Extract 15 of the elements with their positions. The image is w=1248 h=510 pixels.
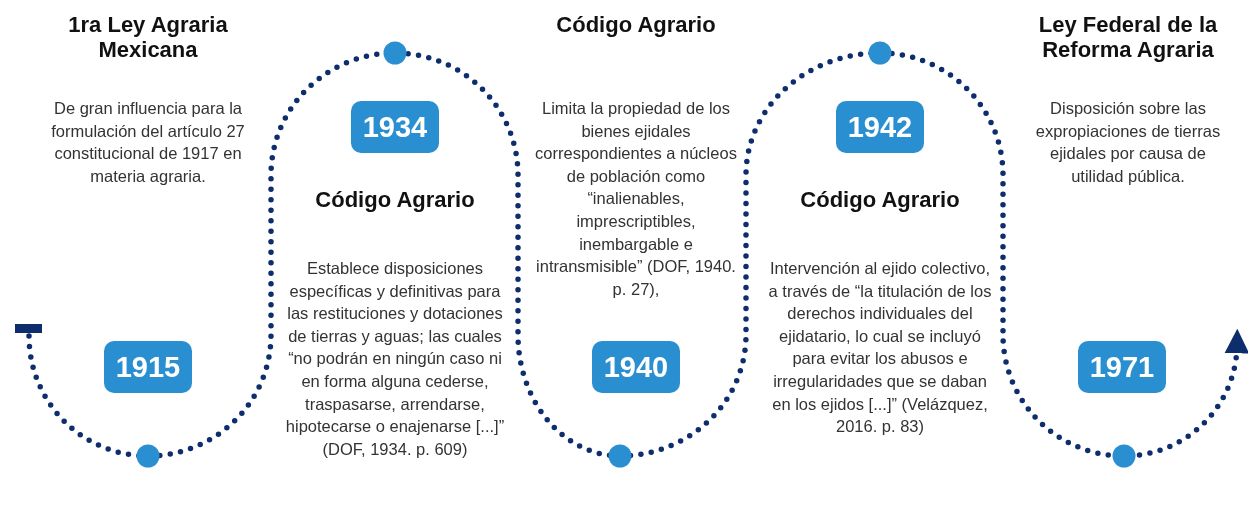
event-description: De gran influencia para la formulación del artículo 27 constitucional de 1917 en materia agraria. (50, 98, 246, 187)
event-title: Código Agrario (555, 12, 717, 37)
event-title: Ley Federal de la Reforma Agraria (1037, 12, 1219, 62)
event-description: Establece disposiciones específicas y definitivas para las restituciones y dotaciones de tierras y aguas; las cuales “no podrán en ningún caso ni en forma alguna cederse, traspasarse, arrendarse, hipotecarse o enajenarse [...]” (DOF, 1934. p. 609) (284, 258, 506, 460)
event-title: Código Agrario (314, 187, 476, 212)
year-badge: 1971 (1078, 341, 1166, 393)
event-description: Disposición sobre las expropiaciones de tierras ejidales por causa de utilidad pública. (1034, 98, 1222, 187)
year-badge: 1934 (351, 101, 439, 153)
year-badge: 1915 (104, 341, 192, 393)
event-title: 1ra Ley Agraria Mexicana (67, 12, 229, 62)
event-title: Código Agrario (799, 187, 961, 212)
event-description: Intervención al ejido colectivo, a través de “la titulación de los derechos individuales del ejidatario, lo cual se incluyó para evitar los abusos e irregularidades que se daban en los ejidos [...]” (Velázquez, 2016. p. 83) (767, 258, 993, 438)
year-badge: 1940 (592, 341, 680, 393)
event-description: Limita la propiedad de los bienes ejidales correspondientes a núcleos de población como “inalienables, imprescriptibles, inembargable e intransmisible” (DOF, 1940. p. 27), (534, 98, 738, 300)
year-badge: 1942 (836, 101, 924, 153)
